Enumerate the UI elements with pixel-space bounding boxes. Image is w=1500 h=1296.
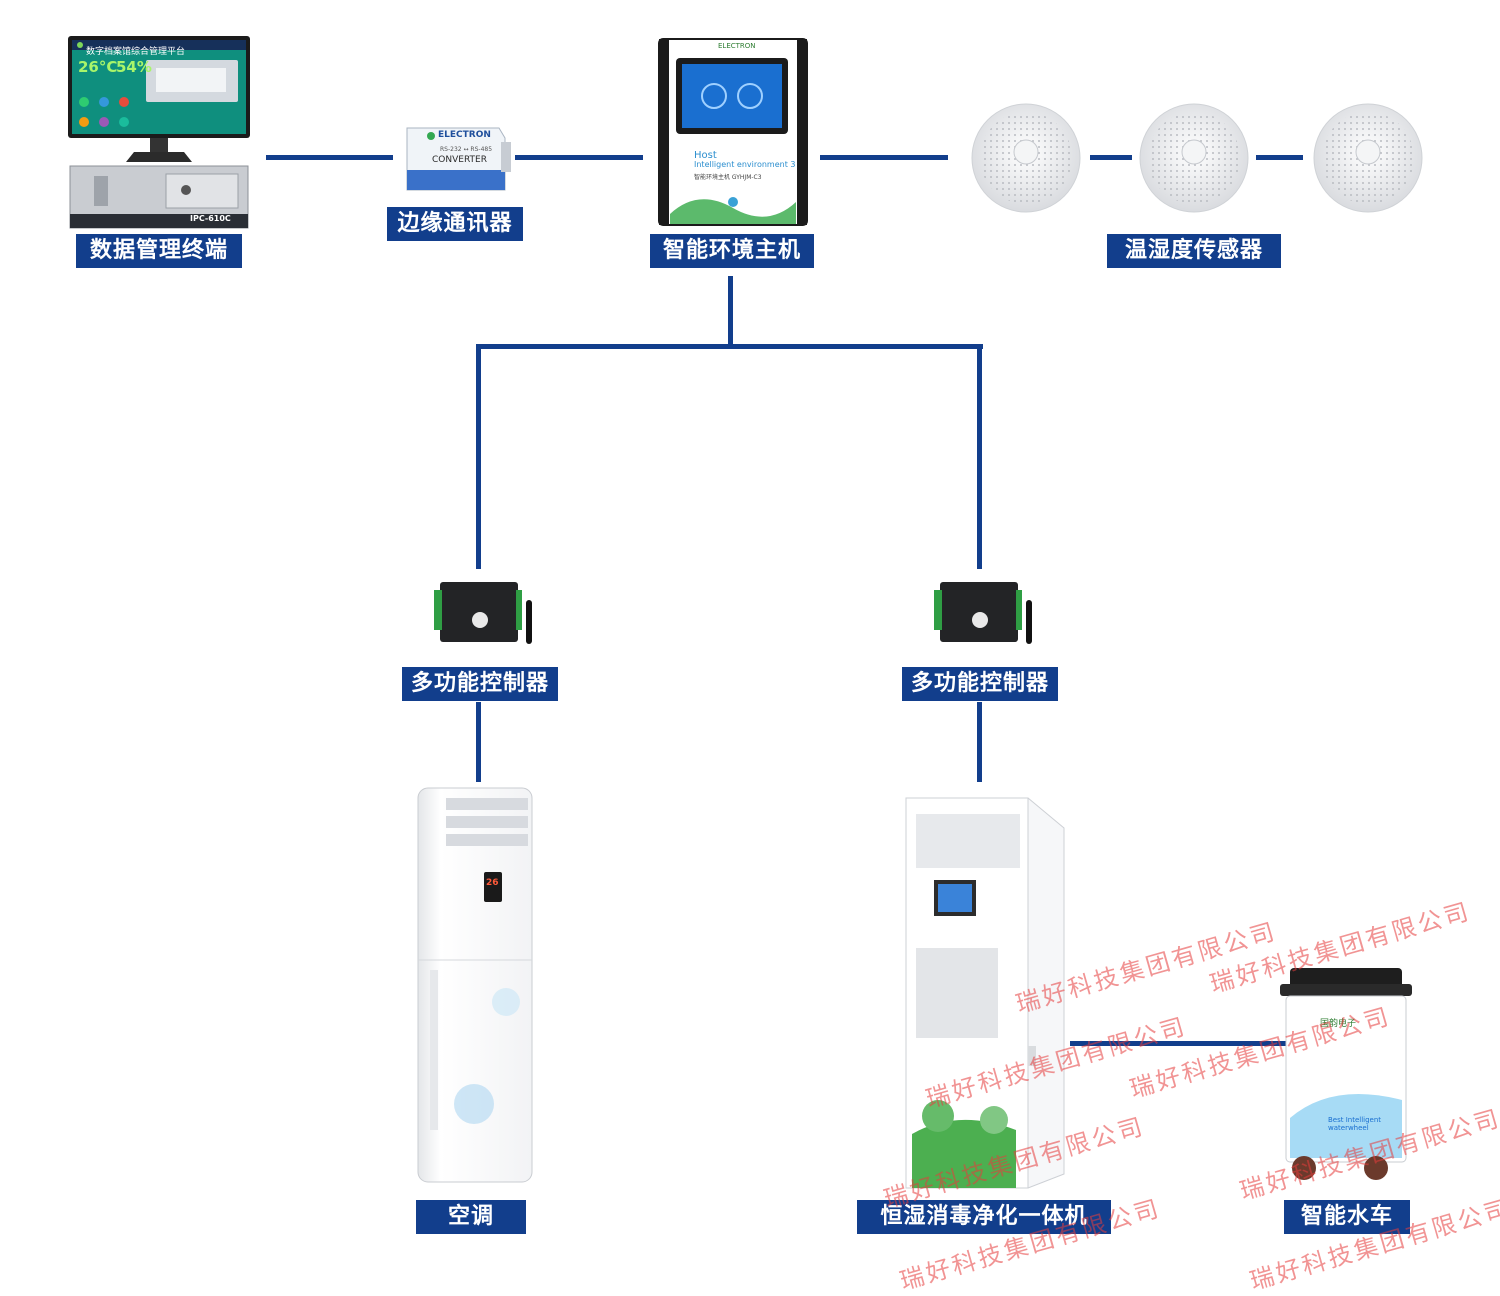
host-line1: Host (694, 150, 717, 161)
link-terminal-converter (266, 155, 393, 160)
link-sensor-2-3 (1256, 155, 1303, 160)
node-terminal-label: 数据管理终端 (76, 234, 242, 268)
ipc-model: IPC-610C (190, 214, 231, 223)
sensor-1 (971, 103, 1081, 213)
link-host-sensor (820, 155, 948, 160)
cart-text: Best Intelligent waterwheel (1328, 1116, 1382, 1132)
link-humidifier-cart (1070, 1041, 1290, 1046)
ac-device (417, 787, 533, 1183)
link-bus-horizontal (476, 344, 983, 349)
edge-converter-device (406, 127, 511, 191)
sensor-3 (1313, 103, 1423, 213)
node-ctrl-right-label: 多功能控制器 (902, 667, 1058, 701)
link-ctrl-right-humidifier (977, 702, 982, 782)
node-sensor-label: 温湿度传感器 (1107, 234, 1281, 268)
link-converter-host (515, 155, 643, 160)
humidifier-device (905, 797, 1065, 1189)
link-host-trunk (728, 276, 733, 348)
converter-name: CONVERTER (432, 155, 487, 165)
ac-display: 26 (486, 878, 499, 888)
converter-sub: RS-232 ↔ RS-485 (440, 146, 493, 153)
link-sensor-1-2 (1090, 155, 1132, 160)
node-ctrl-left-label: 多功能控制器 (402, 667, 558, 701)
node-edge-comm-label: 边缘通讯器 (387, 207, 523, 241)
link-ctrl-left-ac (476, 702, 481, 782)
node-watercart-label: 智能水车 (1284, 1200, 1410, 1234)
host-brand: ELECTRON (718, 42, 756, 50)
node-host-label: 智能环境主机 (650, 234, 814, 268)
node-humidifier-label: 恒湿消毒净化一体机 (857, 1200, 1111, 1234)
host-line2: Intelligent environment 3 (694, 160, 796, 169)
terminal-device (68, 36, 250, 229)
converter-brand: ELECTRON (438, 130, 491, 140)
host-model: 智能环境主机 GYHJM-C3 (694, 174, 762, 181)
watercart-device (1280, 968, 1412, 1180)
link-bus-right (977, 344, 982, 569)
monitor-title: 数字档案馆综合管理平台 (86, 47, 186, 57)
monitor-humidity: 54% (116, 58, 152, 76)
cart-brand: 国韵电子 (1320, 1019, 1357, 1029)
sensor-2 (1139, 103, 1249, 213)
monitor-temp: 26°C (78, 58, 118, 76)
link-bus-left (476, 344, 481, 569)
node-ac-label: 空调 (416, 1200, 526, 1234)
controller-left (434, 582, 532, 644)
controller-right (934, 582, 1032, 644)
host-device (658, 38, 808, 226)
